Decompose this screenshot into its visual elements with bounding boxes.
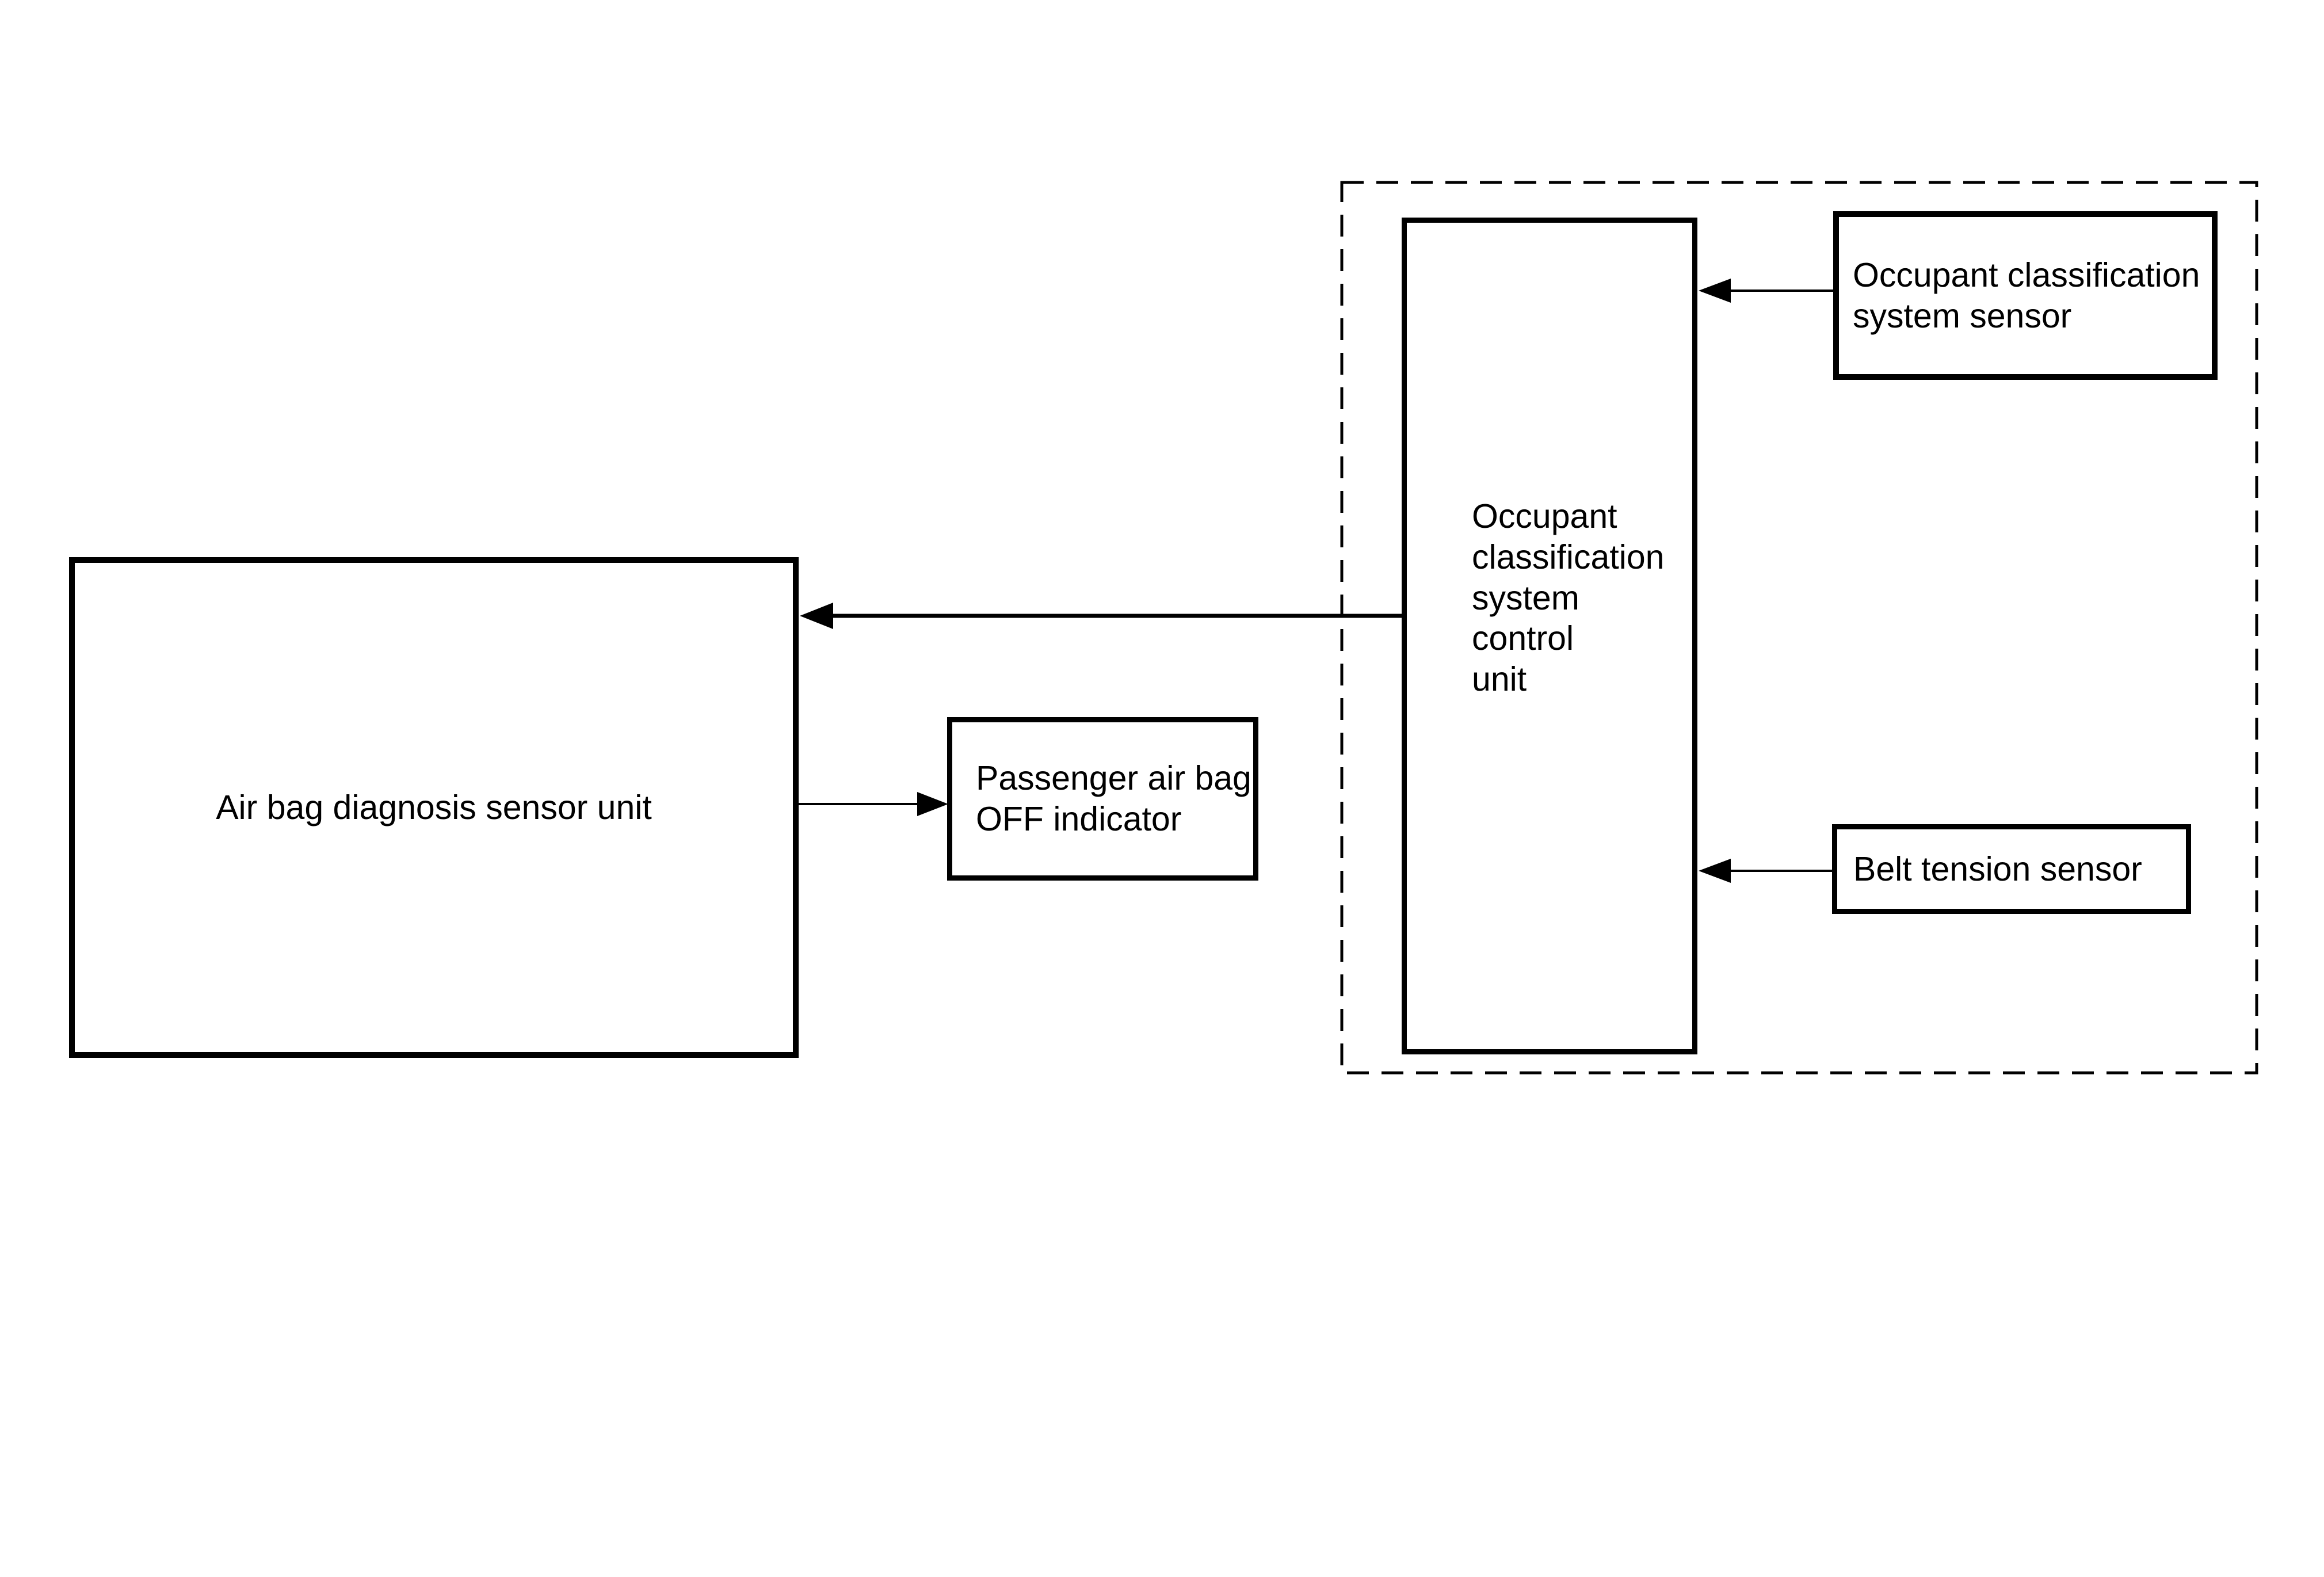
occupant-classification-system-control-unit-box: Occupant classification system control u… [1402,218,1697,1054]
arrowhead-left-icon [1699,279,1731,303]
passenger-airbag-off-indicator-box: Passenger air bag OFF indicator [947,717,1258,881]
passenger-airbag-off-indicator-label: Passenger air bag OFF indicator [976,759,1251,838]
belt-tension-sensor-box: Belt tension sensor [1832,824,2191,914]
airbag-diagnosis-sensor-unit-box: Air bag diagnosis sensor unit [69,557,799,1058]
occupant-classification-system-sensor-box: Occupant classification system sensor [1833,211,2218,380]
arrowhead-right-icon [917,792,948,816]
arrow-belt-sensor-to-control-unit [1699,859,1832,883]
arrowhead-left-icon [1699,859,1731,883]
belt-tension-sensor-label: Belt tension sensor [1853,850,2142,888]
arrow-control-unit-to-airbag-unit [800,603,1402,629]
occupant-classification-system-sensor-label: Occupant classification system sensor [1853,256,2200,335]
occupant-classification-system-control-unit-label: Occupant classification system control u… [1472,497,1665,699]
airbag-diagnosis-sensor-unit-label: Air bag diagnosis sensor unit [216,788,652,826]
arrow-ocs-sensor-to-control-unit [1699,279,1833,303]
arrow-airbag-unit-to-passenger-indicator [799,792,948,816]
arrowhead-left-icon [800,603,833,629]
